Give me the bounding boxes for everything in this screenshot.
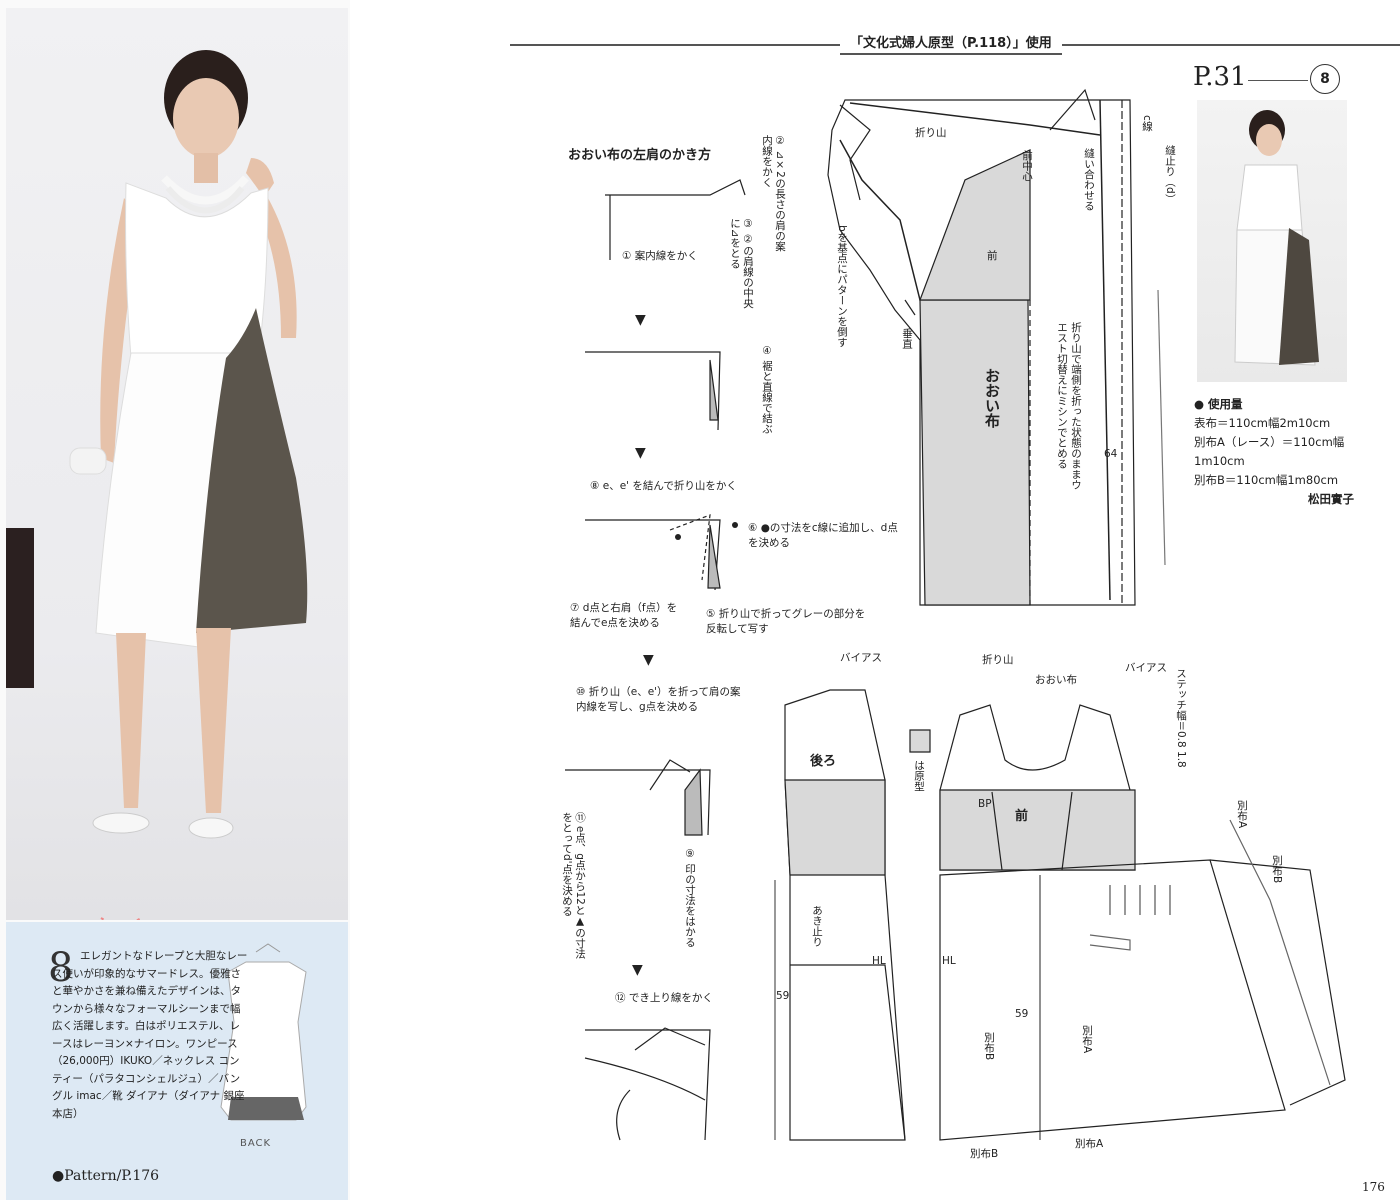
label-ohoi-nuno: おおい布 bbox=[983, 368, 1001, 428]
label-fabric-b-skirt: 別布B bbox=[983, 1032, 995, 1061]
fabric-usage: ● 使用量 表布＝110cm幅2m10cm 別布A（レース）＝110cm幅1m1… bbox=[1194, 395, 1354, 509]
caption-panel bbox=[6, 922, 348, 1200]
caption-text: エレガントなドレープと大胆なレース使いが印象的なサマードレス。優雅さと華やかさを… bbox=[52, 950, 248, 1120]
step-9: ⑨ 印の寸法をはかる bbox=[684, 848, 696, 948]
label-bias-back: バイアス bbox=[840, 652, 882, 664]
arrow-down-icon: ▼ bbox=[643, 652, 654, 668]
model-illustration bbox=[6, 50, 308, 920]
page-ref-rule bbox=[1248, 80, 1308, 81]
label-front: 前 bbox=[1015, 809, 1029, 824]
label-stitch-width: ステッチ幅＝0.8 1.8 bbox=[1175, 668, 1187, 768]
dim-59-front: 59 bbox=[1015, 1008, 1029, 1020]
model-thumbnail bbox=[1197, 100, 1347, 382]
caption-number: 8 bbox=[48, 945, 74, 991]
arrow-down-icon: ▼ bbox=[635, 445, 646, 461]
item-number-badge: 8 bbox=[1310, 64, 1340, 94]
label-hl-front: HL bbox=[942, 955, 956, 967]
author-name: 松田實子 bbox=[1308, 492, 1354, 506]
page-reference: P.31 bbox=[1193, 62, 1247, 92]
arrow-down-icon: ▼ bbox=[632, 962, 643, 978]
dim-64: 64 bbox=[1104, 448, 1118, 460]
label-hl-back: HL bbox=[872, 955, 886, 967]
magazine-right-page: 「文化式婦人原型（P.118）」使用 P.31 8 ● 使用量 表布＝110cm… bbox=[510, 0, 1400, 1200]
label-stop: 縫止り（d） bbox=[1164, 145, 1176, 205]
step-2: ② ⊿×2の長さの肩の案内線をかく bbox=[761, 135, 786, 252]
pattern-reference: ●Pattern/P.176 bbox=[52, 1168, 160, 1184]
step-8: ⑧ e、e' を結んで折り山をかく bbox=[590, 480, 737, 492]
dress-back-illustration bbox=[220, 943, 307, 1121]
usage-line-lace: 別布A（レース）＝110cm幅1m10cm bbox=[1194, 435, 1345, 468]
step-11: ⑪ e点、g点から12と▲の寸法をとってd'点を決める bbox=[561, 812, 586, 959]
label-fold-front: 折り山 bbox=[982, 654, 1014, 666]
step-1: ① 案内線をかく bbox=[622, 250, 698, 262]
usage-line-main: 表布＝110cm幅2m10cm bbox=[1194, 416, 1331, 430]
label-fabric-a-skirt: 別布A bbox=[1081, 1025, 1093, 1054]
thumbnail-illustration bbox=[1234, 110, 1319, 366]
label-fabric-b-right: 別布B bbox=[1271, 855, 1283, 884]
usage-title: ● 使用量 bbox=[1194, 397, 1243, 411]
step-6: ⑥ ●の寸法をc線に追加し、d点を決める bbox=[748, 522, 898, 549]
label-c-line: c線 bbox=[1141, 115, 1153, 132]
label-rotate-note: bを基点にパターンを倒す bbox=[836, 225, 848, 348]
magazine-left-page: 8 エレガントなドレープと大胆なレース使いが印象的なサマードレス。優雅さと華やか… bbox=[0, 0, 350, 1200]
arrow-down-icon: ▼ bbox=[635, 312, 646, 328]
model-photo bbox=[6, 8, 348, 920]
step-5: ⑤ 折り山で折ってグレーの部分を反転して写す bbox=[706, 608, 866, 635]
label-slit-stop: あき止り bbox=[811, 905, 823, 947]
base-pattern-header: 「文化式婦人原型（P.118）」使用 bbox=[840, 30, 1062, 55]
step-12: ⑫ でき上り線をかく bbox=[615, 992, 713, 1004]
steps-title: おおい布の左肩のかき方 bbox=[568, 148, 712, 163]
label-front-upper: 前 bbox=[987, 250, 998, 262]
label-bias-front: バイアス bbox=[1125, 662, 1167, 674]
label-back: 後ろ bbox=[810, 754, 837, 769]
label-vertical: 垂直 bbox=[901, 328, 913, 349]
step-10: ⑩ 折り山（e、e'）を折って肩の案内線を写し、g点を決める bbox=[576, 686, 741, 713]
label-fabric-a-bottom: 別布A bbox=[1075, 1138, 1104, 1150]
label-fabric-a-right: 別布A bbox=[1236, 800, 1248, 829]
label-fabric-b-bottom: 別布B bbox=[970, 1148, 999, 1160]
back-label: BACK bbox=[240, 1138, 272, 1149]
step-3: ③ ②の肩線の中央に⊿をとる bbox=[729, 218, 754, 309]
label-fold-note: 折り山で端側を折った状態のままウエスト切替えにミシンでとめる bbox=[1056, 322, 1082, 490]
label-sew: 縫い合わせる bbox=[1083, 148, 1095, 211]
usage-line-b: 別布B＝110cm幅1m80cm bbox=[1194, 473, 1339, 487]
page-number: 176 bbox=[1362, 1180, 1385, 1194]
label-ohoi-small: おおい布 bbox=[1035, 674, 1077, 686]
label-center-front: 前中心 bbox=[1021, 150, 1033, 182]
pattern-diagram bbox=[565, 88, 1346, 1141]
step-4: ④ 裾と直線で結ぶ bbox=[761, 345, 773, 434]
label-fold: 折り山 bbox=[915, 127, 947, 139]
step-7: ⑦ d点と右肩（f点）を結んでe点を決める bbox=[570, 602, 678, 629]
label-genkei: は原型 bbox=[913, 760, 925, 792]
dim-59-back: 59 bbox=[776, 990, 790, 1002]
label-bp: BP bbox=[978, 798, 992, 810]
